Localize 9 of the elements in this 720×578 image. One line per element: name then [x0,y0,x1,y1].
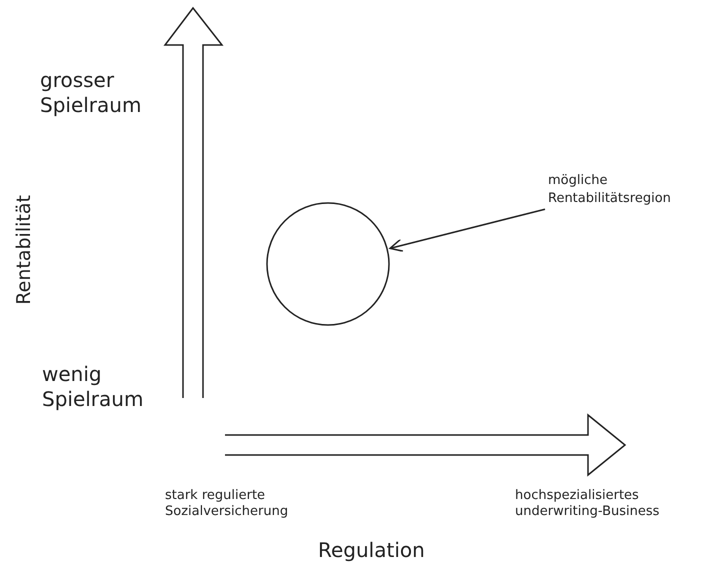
leader-arrow [389,208,546,252]
region-circle [266,202,390,326]
axis-end-label: stark regulierte Sozialversicherung [165,488,290,520]
axis-title: Regulation [318,538,426,563]
axis-end-label: wenig Spielraum [42,362,144,412]
annotation-text: mögliche Rentabilitätsregion [548,172,698,208]
axis-end-label: grosser Spielraum [40,68,142,118]
axis-title: Rentabilität [12,195,36,305]
axis-end-label: hochspezialisiertes underwriting-Business [515,488,660,520]
